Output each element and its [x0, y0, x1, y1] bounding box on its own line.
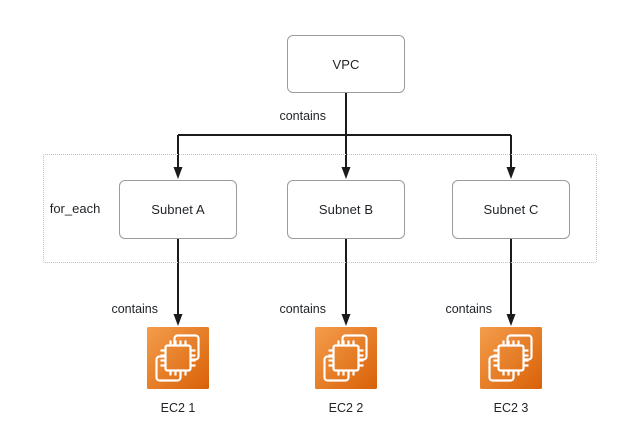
node-subnet-a-label: Subnet A — [151, 202, 205, 217]
ec2-icon — [147, 327, 209, 389]
for-each-group-box — [43, 154, 597, 263]
node-subnet-b: Subnet B — [287, 180, 405, 239]
edge-label-contains-subnet-a: contains — [111, 302, 158, 316]
node-subnet-c-label: Subnet C — [483, 202, 539, 217]
node-subnet-c: Subnet C — [452, 180, 570, 239]
for-each-group-label: for_each — [49, 201, 101, 216]
node-vpc-label: VPC — [332, 56, 360, 72]
node-subnet-b-label: Subnet B — [318, 202, 374, 217]
ec2-1-label: EC2 1 — [160, 401, 196, 415]
ec2-3-label: EC2 3 — [493, 401, 529, 415]
ec2-icon — [480, 327, 542, 389]
node-subnet-a: Subnet A — [119, 180, 237, 239]
arrowhead-ec2-3 — [506, 314, 516, 326]
arrowhead-ec2-2 — [341, 314, 351, 326]
node-vpc: VPC — [287, 35, 405, 93]
ec2-icon — [315, 327, 377, 389]
edge-label-contains-subnet-b: contains — [279, 302, 326, 316]
edge-label-contains-vpc: contains — [279, 109, 326, 123]
ec2-2-label: EC2 2 — [328, 401, 364, 415]
arrowhead-ec2-1 — [173, 314, 183, 326]
edge-label-contains-subnet-c: contains — [445, 302, 492, 316]
